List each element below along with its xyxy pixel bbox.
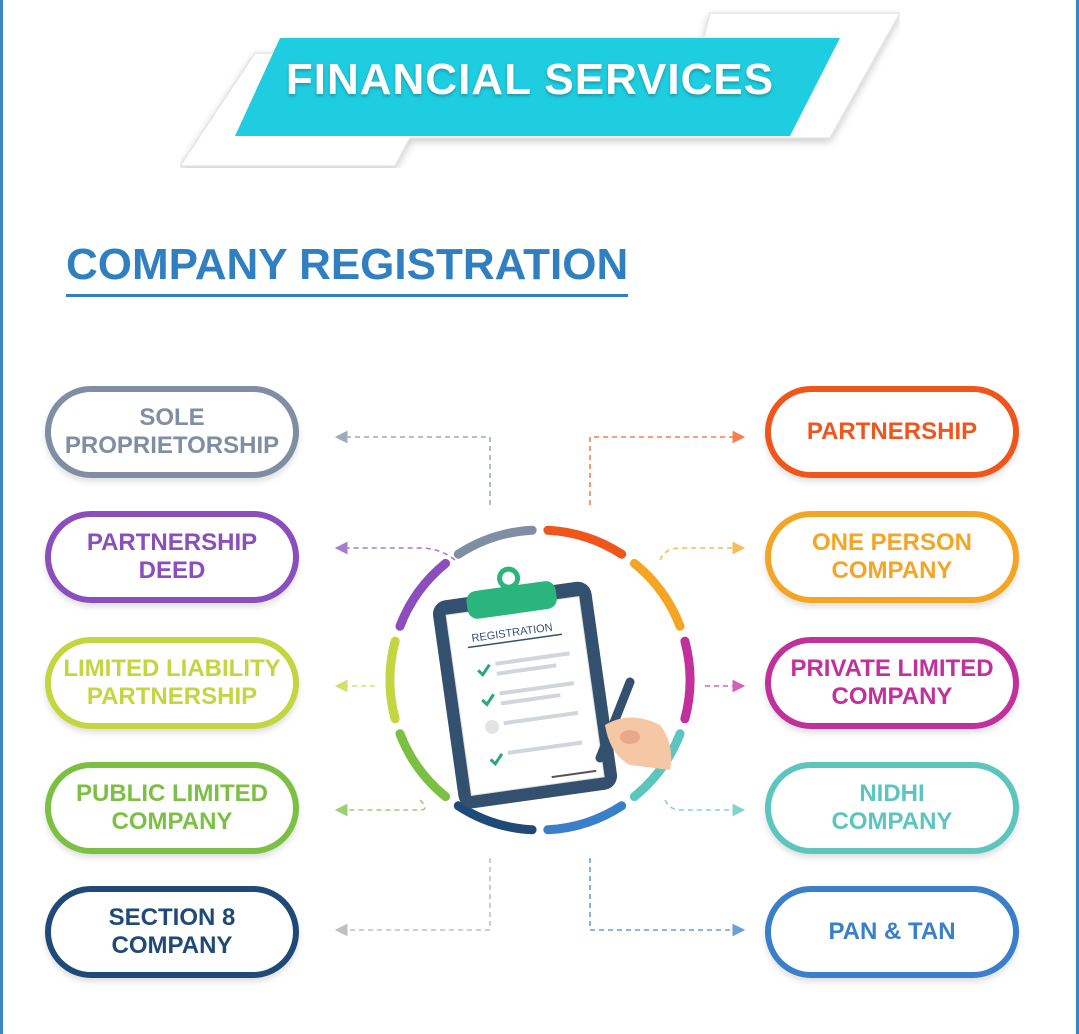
ring-segment (395, 729, 451, 802)
right-service-3[interactable]: PRIVATE LIMITED COMPANY (765, 637, 1019, 729)
connector-arrow (664, 799, 746, 817)
left-service-1[interactable]: SOLE PROPRIETORSHIP (45, 386, 299, 478)
service-label: SECTION 8 COMPANY (108, 904, 236, 959)
ring-segment (395, 558, 451, 631)
left-service-4[interactable]: PUBLIC LIMITED COMPANY (45, 762, 299, 854)
service-label: PUBLIC LIMITED COMPANY (76, 780, 268, 835)
section-title: COMPANY REGISTRATION (66, 240, 629, 297)
ring-segment (453, 801, 537, 835)
clipboard-icon: REGISTRATION (432, 566, 618, 809)
ring-segment (629, 558, 685, 631)
right-service-4[interactable]: NIDHI COMPANY (765, 762, 1019, 854)
left-service-2[interactable]: PARTNERSHIP DEED (45, 511, 299, 603)
left-service-3[interactable]: LIMITED LIABILITY PARTNERSHIP (45, 637, 299, 729)
connector-arrow (589, 430, 746, 505)
service-label: PAN & TAN (828, 918, 956, 945)
service-label: ONE PERSON COMPANY (811, 529, 973, 584)
left-service-5[interactable]: SECTION 8 COMPANY (45, 886, 299, 978)
service-label: NIDHI COMPANY (831, 780, 953, 835)
progress-ring (385, 525, 695, 835)
service-label: PRIVATE LIMITED COMPANY (790, 655, 994, 710)
service-label: SOLE PROPRIETORSHIP (64, 404, 280, 459)
right-service-5[interactable]: PAN & TAN (765, 886, 1019, 978)
banner-background (180, 12, 900, 167)
right-service-1[interactable]: PARTNERSHIP (765, 386, 1019, 478)
connector-arrow (659, 541, 746, 561)
connectors (334, 430, 746, 937)
connector-arrow (334, 541, 456, 561)
banner-title: FINANCIAL SERVICES (285, 55, 775, 104)
connector-arrow (334, 799, 426, 817)
connector-arrow (334, 430, 491, 505)
connector-arrow (334, 858, 491, 937)
ring-segment (453, 525, 537, 559)
ring-segment (385, 636, 400, 724)
ring-segment (543, 801, 627, 835)
hand-with-pen-icon (595, 677, 672, 770)
ring-segment (543, 525, 627, 559)
service-label: PARTNERSHIP DEED (86, 529, 258, 584)
ring-segment (680, 636, 695, 724)
service-label: PARTNERSHIP (806, 418, 978, 445)
right-service-2[interactable]: ONE PERSON COMPANY (765, 511, 1019, 603)
service-label: LIMITED LIABILITY PARTNERSHIP (63, 655, 281, 710)
connector-arrow (589, 858, 746, 937)
